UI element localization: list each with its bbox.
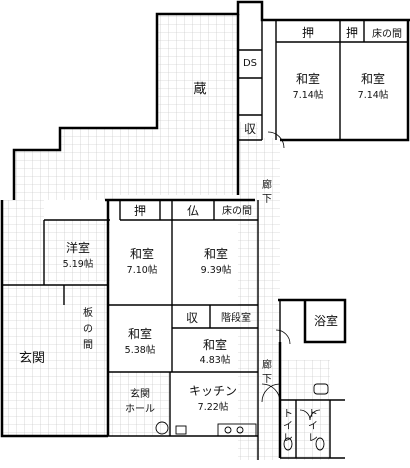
label-tokonoma-mid: 床の間 <box>222 204 252 217</box>
label-toilet2-2: イ <box>308 421 318 432</box>
label-toilet1-2: イ <box>283 421 293 432</box>
label-oshi-mid: 押 <box>134 204 146 218</box>
door-swings <box>261 131 321 421</box>
fixtures <box>155 383 329 451</box>
label-washitsu-ne2-size: 7.14帖 <box>358 89 389 101</box>
label-toilet2-1: ト <box>308 409 318 420</box>
label-toilet1-3: レ <box>283 433 293 444</box>
label-rouka-lower-1: 廊 <box>262 358 272 371</box>
label-yokushitsu: 浴室 <box>314 313 338 328</box>
label-oshi-top1: 押 <box>302 26 314 40</box>
label-washitsu-c1: 和室 <box>130 246 154 261</box>
label-butsu: 仏 <box>187 204 199 218</box>
label-ita-3: 間 <box>83 339 93 351</box>
label-kitchen: キッチン <box>189 384 237 398</box>
label-tokonoma-top: 床の間 <box>372 27 402 40</box>
label-washitsu-ne1-size: 7.14帖 <box>293 89 324 101</box>
label-washitsu-s2: 和室 <box>203 337 227 352</box>
label-kaidanshitsu: 階段室 <box>221 311 251 324</box>
label-washitsu-s1: 和室 <box>128 326 152 341</box>
label-washitsu-ne2: 和室 <box>361 71 385 86</box>
label-washitsu-c2-size: 9.39帖 <box>201 264 232 276</box>
label-rouka-lower-2: 下 <box>262 374 272 385</box>
label-washitsu-ne1: 和室 <box>296 71 320 86</box>
label-toilet1-1: ト <box>283 409 293 420</box>
label-toilet2-3: レ <box>308 433 318 444</box>
label-genkan-hall-2: ホール <box>125 403 155 415</box>
label-kura: 蔵 <box>193 82 206 97</box>
label-ita-1: 板 <box>83 306 93 319</box>
label-ita-2: の <box>83 324 93 335</box>
interior-walls <box>2 20 408 460</box>
label-washitsu-c2: 和室 <box>204 246 228 261</box>
label-washitsu-s2-size: 4.83帖 <box>200 354 231 366</box>
label-rouka-upper-1: 廊 <box>262 178 272 191</box>
tiled-floors <box>2 14 330 460</box>
label-youshitsu: 洋室 <box>66 240 90 255</box>
label-genkan-hall-1: 玄関 <box>130 387 150 400</box>
label-kitchen-size: 7.22帖 <box>198 401 229 413</box>
label-shu-storage: 収 <box>244 122 256 136</box>
label-rouka-upper-2: 下 <box>262 194 272 205</box>
label-shu-small: 収 <box>186 311 198 325</box>
label-ds: DS <box>243 58 257 69</box>
label-genkan: 玄関 <box>19 351 45 366</box>
label-washitsu-c1-size: 7.10帖 <box>127 264 158 276</box>
label-youshitsu-size: 5.19帖 <box>63 258 94 270</box>
label-oshi-top2: 押 <box>346 26 358 40</box>
room-labels: 蔵 DS 収 押 押 床の間 和室 7.14帖 和室 7.14帖 廊 下 押 仏… <box>19 26 402 444</box>
label-washitsu-s1-size: 5.38帖 <box>125 344 156 356</box>
